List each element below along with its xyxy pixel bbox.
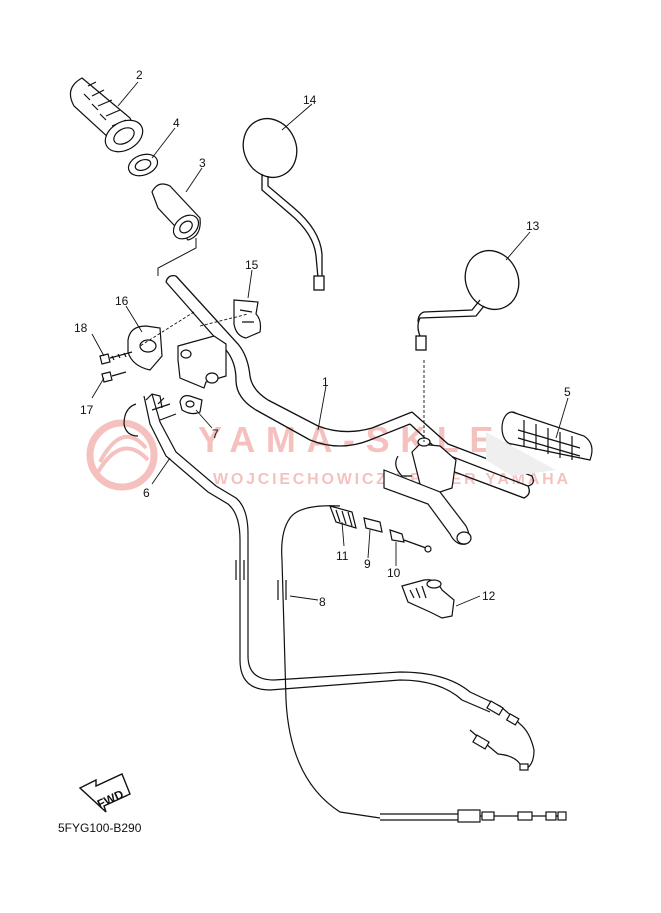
part-6-cable-ends <box>472 700 529 771</box>
part-10-nut <box>389 529 432 553</box>
fwd-arrow: FWD <box>78 773 131 813</box>
callout-15: 15 <box>245 258 259 272</box>
part-9-locknut <box>363 517 383 533</box>
part-5-right-grip <box>486 411 593 476</box>
watermark-brand: YAMA-SKLEP <box>198 419 528 460</box>
part-12-lever-cover <box>401 579 455 619</box>
part-13-right-mirror <box>415 250 520 351</box>
callout-1: 1 <box>322 375 329 389</box>
part-3-throttle-tube <box>151 183 201 241</box>
callout-4: 4 <box>173 116 180 130</box>
callout-8: 8 <box>319 595 326 609</box>
part-16-throttle-housing <box>127 325 227 389</box>
leader-lines <box>91 81 569 607</box>
callout-6: 6 <box>143 486 150 500</box>
callout-5: 5 <box>564 385 571 399</box>
callout-16: 16 <box>115 294 129 308</box>
callout-13: 13 <box>526 219 540 233</box>
part-8-clutch-cable <box>277 505 560 821</box>
callout-14: 14 <box>303 93 317 107</box>
right-lever-assembly <box>383 437 472 545</box>
part-14-left-mirror <box>242 118 325 291</box>
part-17-screw <box>101 371 127 383</box>
callout-9: 9 <box>364 557 371 571</box>
diagram-code: 5FYG100-B290 <box>58 821 142 835</box>
assembly-guide-line <box>157 238 197 276</box>
callout-2: 2 <box>136 68 143 82</box>
callout-3: 3 <box>199 156 206 170</box>
part-11-adjuster <box>329 505 357 529</box>
callout-18: 18 <box>74 321 88 335</box>
callout-labels: 2 4 3 14 15 13 16 18 17 1 5 7 6 11 9 10 … <box>74 68 571 609</box>
part-15-clip <box>233 299 262 339</box>
callout-17: 17 <box>80 403 94 417</box>
part-2-left-grip <box>69 77 144 153</box>
callout-12: 12 <box>482 589 496 603</box>
callout-7: 7 <box>212 427 219 441</box>
callout-10: 10 <box>387 566 401 580</box>
part-4-washer <box>127 153 159 177</box>
part-8-cable-fittings <box>457 809 567 823</box>
part-7-clamp <box>179 395 203 415</box>
callout-11: 11 <box>336 549 349 563</box>
watermark-logo <box>86 419 158 491</box>
part-18-screw <box>99 351 133 365</box>
part-1-handlebar <box>165 274 534 499</box>
